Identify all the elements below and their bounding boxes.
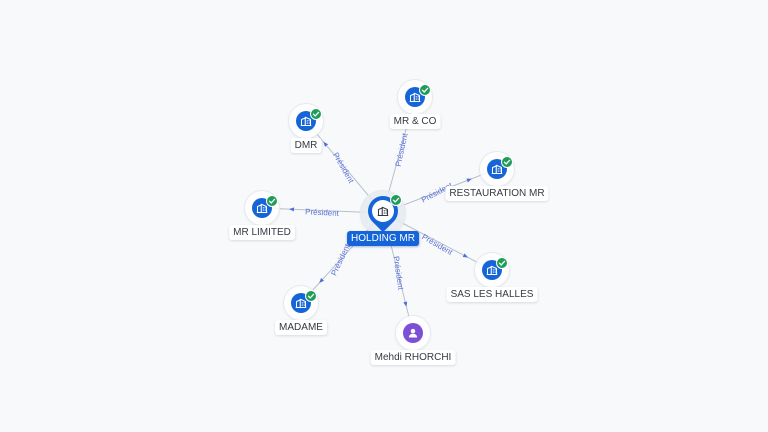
building-icon (295, 297, 307, 309)
building-icon (491, 163, 503, 175)
verified-check-icon (496, 257, 509, 269)
person-avatar (403, 323, 423, 343)
edge-label-mehdi-rhorchi: Président (392, 256, 406, 291)
edge-label-mr-limited: Président (305, 207, 340, 218)
building-icon (256, 202, 268, 214)
node-restauration-mr[interactable]: RESTAURATION MR (445, 152, 549, 201)
edge-arrow-mehdi-rhorchi (403, 301, 408, 307)
edge-label-mr-co: Président (394, 132, 410, 168)
node-label: Mehdi RHORCHI (370, 350, 456, 365)
node-label: MR LIMITED (229, 225, 295, 240)
verified-check-icon (310, 108, 323, 120)
company-avatar (372, 200, 394, 222)
node-label: MR & CO (389, 114, 441, 129)
verified-check-icon (266, 195, 279, 207)
node-label: MADAME (275, 320, 327, 335)
edge-arrow-restauration-mr (466, 178, 472, 183)
node-holding-mr[interactable]: HOLDING MR (347, 189, 419, 246)
node-sas-les-halles[interactable]: SAS LES HALLES (446, 253, 538, 302)
edge-arrow-mr-limited (288, 207, 295, 212)
node-mehdi-rhorchi[interactable]: Mehdi RHORCHI (370, 316, 456, 365)
node-label: RESTAURATION MR (445, 186, 549, 201)
node-madame[interactable]: MADAME (275, 286, 327, 335)
person-icon (407, 327, 419, 339)
edge-arrow-dmr (323, 141, 329, 147)
building-icon (377, 205, 389, 217)
node-label: SAS LES HALLES (446, 287, 538, 302)
verified-check-icon (501, 156, 514, 168)
center-node-label: HOLDING MR (347, 231, 419, 246)
node-mr-co[interactable]: MR & CO (389, 80, 441, 129)
node-dmr[interactable]: DMR (289, 104, 323, 153)
verified-check-icon (305, 290, 318, 302)
edge-arrow-sas-les-halles (462, 253, 469, 258)
edge-label-madame: Président (329, 242, 352, 277)
edge-arrow-madame (319, 277, 325, 284)
building-icon (409, 91, 421, 103)
edge-label-sas-les-halles: Président (420, 232, 454, 257)
node-mr-limited[interactable]: MR LIMITED (229, 191, 295, 240)
verified-check-icon (390, 194, 402, 206)
building-icon (300, 115, 312, 127)
verified-check-icon (419, 84, 432, 96)
node-label: DMR (290, 138, 322, 153)
building-icon (486, 264, 498, 276)
edge-label-dmr: Président (331, 151, 356, 185)
